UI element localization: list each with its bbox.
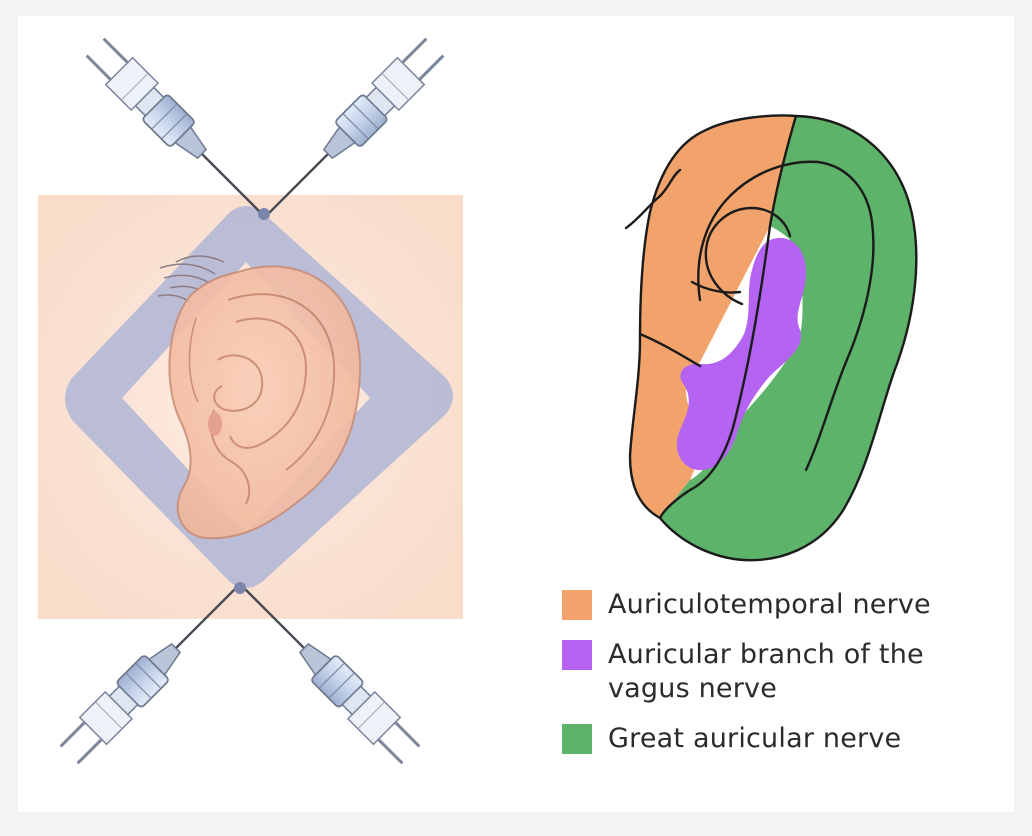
legend-swatch: [562, 724, 592, 754]
ear-nerve-map: [626, 116, 916, 561]
legend-item-auriculotemporal: Auriculotemporal nerve: [562, 588, 1002, 622]
legend-label: Auricular branch of the vagus nerve: [608, 638, 928, 706]
legend-item-great-auricular: Great auricular nerve: [562, 722, 1002, 756]
legend: Auriculotemporal nerve Auricular branch …: [562, 588, 1002, 772]
legend-label: Great auricular nerve: [608, 722, 901, 756]
legend-label: Auriculotemporal nerve: [608, 588, 931, 622]
legend-swatch: [562, 640, 592, 670]
legend-swatch: [562, 590, 592, 620]
ear-illustration: [38, 34, 463, 769]
legend-item-vagus: Auricular branch of the vagus nerve: [562, 638, 1002, 706]
